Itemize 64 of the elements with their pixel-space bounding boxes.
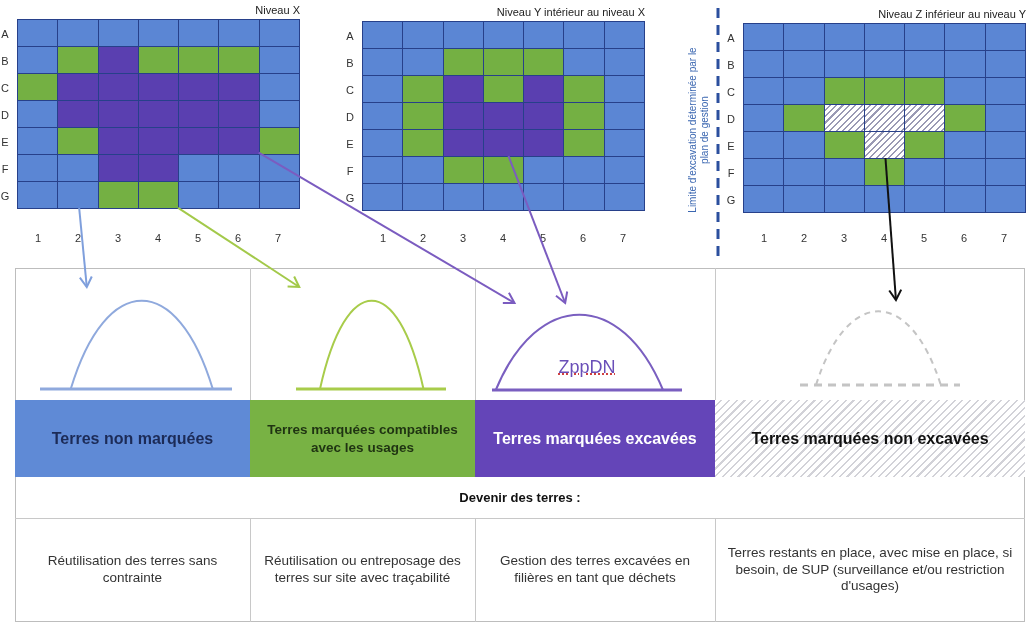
column-label: 4: [154, 232, 162, 244]
row-label: D: [346, 111, 354, 123]
column-label: 4: [880, 232, 888, 244]
boundary-note: Limite d'excavation déterminée par le plan de gestion: [687, 46, 711, 215]
arrow: [884, 157, 903, 301]
column-label: 5: [920, 232, 928, 244]
description-cell: Gestion des terres excavées en filières en tant que déchets: [475, 518, 715, 622]
grid-title: Niveau X: [255, 3, 300, 17]
column-label: 6: [234, 232, 242, 244]
description-cell: Réutilisation ou entreposage des terres sur site avec traçabilité: [250, 518, 475, 622]
column-label: 1: [34, 232, 42, 244]
row-label: E: [346, 138, 354, 150]
column-label: 6: [579, 232, 587, 244]
mound-label: ZppDN: [557, 356, 617, 379]
row-label: F: [346, 165, 354, 177]
column-label: 3: [840, 232, 848, 244]
row-label: A: [1, 28, 9, 40]
section-heading: Devenir des terres :: [15, 477, 1025, 518]
category-header: Terres marquées compatibles avec les usages: [250, 400, 475, 477]
arrow: [78, 207, 93, 288]
column-label: 4: [499, 232, 507, 244]
grid-cell: [138, 182, 179, 208]
description-cell: Terres restants en place, avec mise en place, si besoin, de SUP (surveillance et/ou restriction d'usages): [715, 518, 1025, 622]
row-label: B: [727, 59, 735, 71]
row-label: D: [727, 113, 735, 125]
row-label: G: [0, 190, 10, 202]
grid-cell: [58, 182, 98, 208]
row-label: C: [1, 82, 9, 94]
row-label: F: [727, 167, 735, 179]
row-label: G: [726, 194, 736, 206]
grid-cell: [864, 132, 905, 158]
column-label: 1: [760, 232, 768, 244]
grid-cell: [483, 130, 524, 156]
row-label: D: [1, 109, 9, 121]
column-label: 2: [419, 232, 427, 244]
column-label: 2: [800, 232, 808, 244]
column-label: 7: [619, 232, 627, 244]
column-label: 7: [274, 232, 282, 244]
row-label: F: [1, 163, 9, 175]
category-header: Terres marquées non excavées: [715, 400, 1025, 477]
grid-cell: [219, 128, 259, 154]
column-label: 3: [459, 232, 467, 244]
column-label: 1: [379, 232, 387, 244]
category-header: Terres marquées excavées: [475, 400, 715, 477]
grid-title: Niveau Y intérieur au niveau X: [496, 5, 645, 19]
category-header: Terres non marquées: [15, 400, 250, 477]
row-label: C: [346, 84, 354, 96]
row-label: A: [727, 32, 735, 44]
column-label: 6: [960, 232, 968, 244]
row-label: E: [727, 140, 735, 152]
row-label: B: [1, 55, 9, 67]
row-label: E: [1, 136, 9, 148]
grid-title: Niveau Z inférieur au niveau Y: [878, 7, 1026, 21]
column-label: 3: [114, 232, 122, 244]
row-label: C: [727, 86, 735, 98]
column-label: 5: [194, 232, 202, 244]
row-label: B: [346, 57, 354, 69]
row-label: A: [346, 30, 354, 42]
column-label: 2: [74, 232, 82, 244]
arrow: [507, 155, 569, 304]
arrow: [177, 206, 301, 288]
column-label: 7: [1000, 232, 1008, 244]
row-label: G: [345, 192, 355, 204]
description-cell: Réutilisation des terres sans contrainte: [15, 518, 250, 622]
